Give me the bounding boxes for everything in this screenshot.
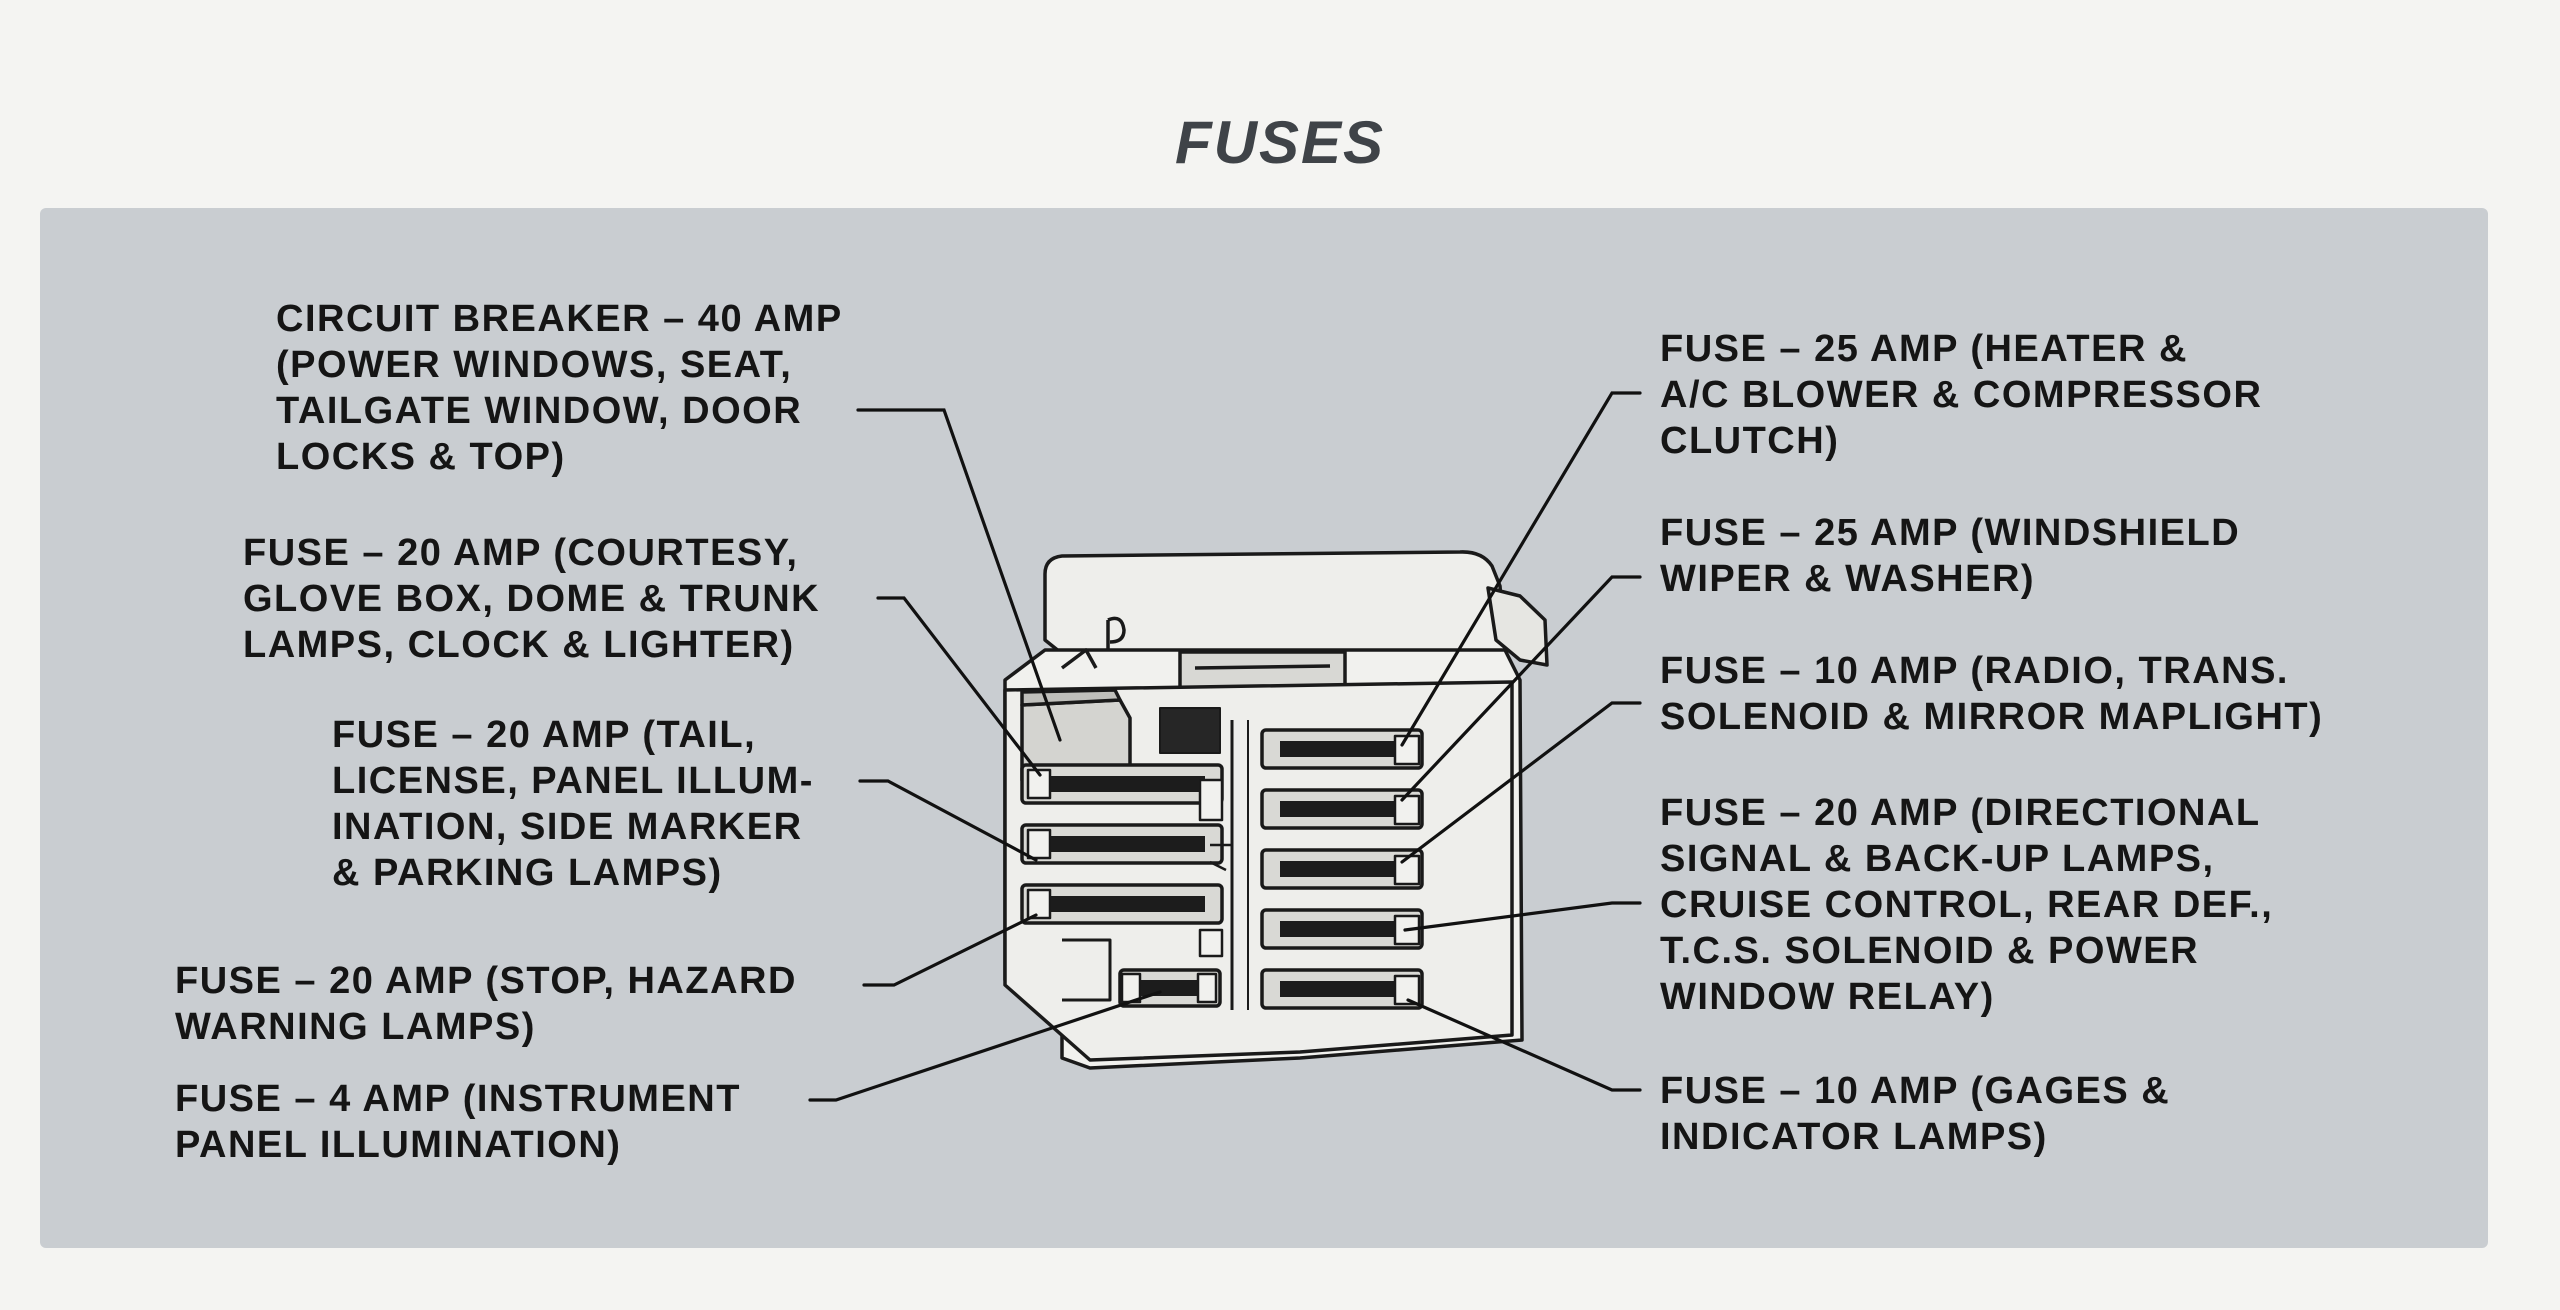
leader-lines: [808, 391, 1642, 1102]
page-title: FUSES: [1174, 109, 1386, 176]
label-fuse-20-amp-tail: FUSE – 20 AMP (TAIL, LICENSE, PANEL ILLU…: [332, 714, 814, 894]
label-fuse-25-amp-heater: FUSE – 25 AMP (HEATER & A/C BLOWER & COM…: [1660, 328, 2263, 462]
fuse-block: [1003, 550, 1549, 1070]
label-fuse-25-amp-wiper: FUSE – 25 AMP (WINDSHIELD WIPER & WASHER…: [1660, 512, 2241, 600]
label-circuit-breaker-40-amp: CIRCUIT BREAKER – 40 AMP (POWER WINDOWS,…: [276, 298, 843, 478]
label-fuse-20-amp-stop-hazard: FUSE – 20 AMP (STOP, HAZARD WARNING LAMP…: [175, 960, 797, 1048]
label-fuse-20-amp-directional: FUSE – 20 AMP (DIRECTIONAL SIGNAL & BACK…: [1660, 792, 2274, 1018]
label-fuse-10-amp-gages: FUSE – 10 AMP (GAGES & INDICATOR LAMPS): [1660, 1070, 2171, 1158]
label-fuse-10-amp-radio: FUSE – 10 AMP (RADIO, TRANS. SOLENOID & …: [1660, 650, 2324, 738]
label-fuse-4-amp-instrument: FUSE – 4 AMP (INSTRUMENT PANEL ILLUMINAT…: [175, 1078, 741, 1166]
label-fuse-20-amp-courtesy: FUSE – 20 AMP (COURTESY, GLOVE BOX, DOME…: [243, 532, 821, 666]
